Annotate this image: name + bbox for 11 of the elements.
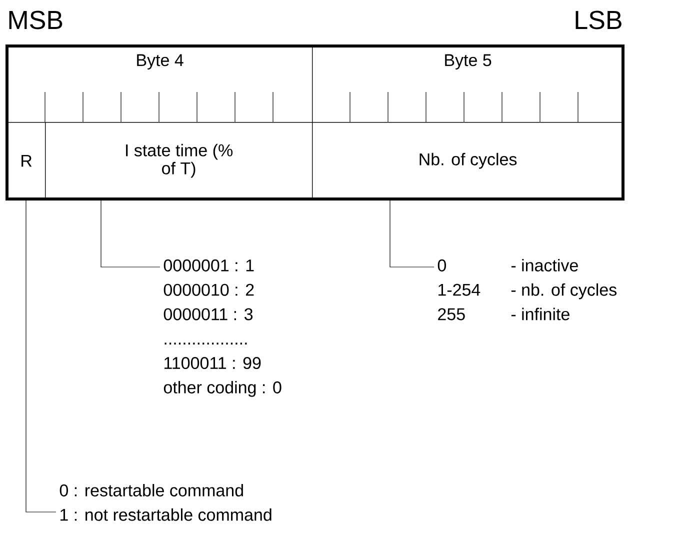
bit-field-cell: I state time (% of T) — [45, 122, 313, 200]
coding-list: 0000001 : 1 0000010 : 2 0000011 : 3 .................. 1100011 : 99 other coding : 0 — [164, 259, 282, 397]
byte-header-cell: Byte 5 — [312, 46, 624, 123]
leader-line — [26, 199, 56, 512]
node-label: Byte 4 — [137, 54, 184, 70]
leader-line — [390, 199, 434, 268]
value-list: 0 - inactive 1-254 - nb. of cycles 255 - infinite — [438, 258, 616, 320]
bit-field-cell: R — [7, 122, 46, 200]
leader-line — [100, 199, 160, 268]
bit-value-list: 0 : restartable command 1 : not restartable command — [60, 484, 272, 521]
bit-field-cell: Nb. of cycles — [312, 122, 624, 200]
